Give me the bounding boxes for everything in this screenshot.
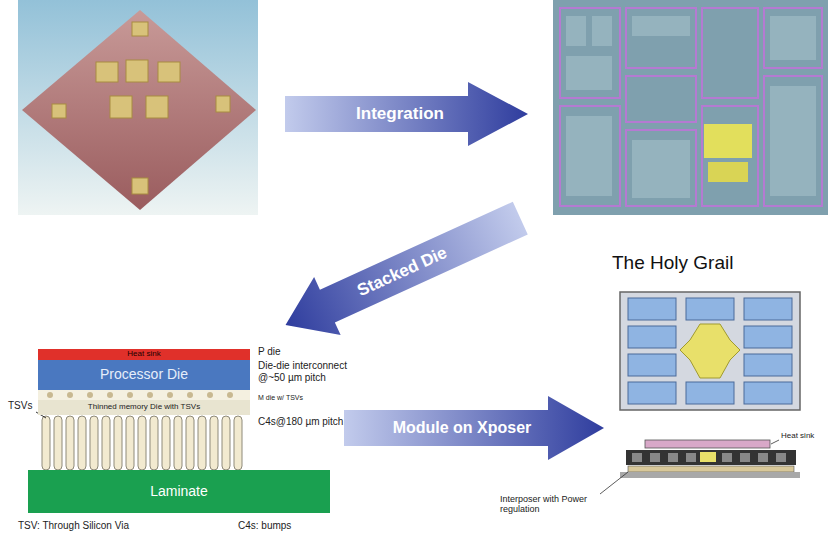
part-label: Die-die interconnect @~50 µm pitch xyxy=(258,360,368,383)
part-label: M die w/ TSVs xyxy=(258,394,303,402)
integration-arrow xyxy=(285,82,528,146)
die-photo xyxy=(553,0,828,215)
laminate: Laminate xyxy=(28,470,330,513)
note: C4s: bumps xyxy=(238,520,291,532)
node-text: Heat sink xyxy=(127,350,160,359)
heading: The Holy Grail xyxy=(612,252,733,274)
part-label: C4s@180 µm pitch xyxy=(258,416,343,428)
arrow-label: Integration xyxy=(356,104,444,124)
package-photo xyxy=(18,0,258,215)
module-drawing xyxy=(600,292,800,494)
part-label: Interposer with Power regulation xyxy=(500,494,600,515)
part-label: TSVs xyxy=(8,400,32,412)
stacked-die-drawing xyxy=(36,390,250,470)
part-label: Heat sink xyxy=(781,431,814,440)
processor-die: Processor Die xyxy=(38,360,250,390)
node-text: Thinned memory Die with TSVs xyxy=(88,403,200,412)
stacked-die-arrow xyxy=(272,189,533,354)
arrow-label: Module on Xposer xyxy=(393,419,532,437)
module-arrow xyxy=(344,396,604,460)
node-text: Laminate xyxy=(150,484,208,499)
memory-die: Thinned memory Die with TSVs xyxy=(38,400,250,415)
part-label: P die xyxy=(258,346,281,358)
note: TSV: Through Silicon Via xyxy=(18,520,129,532)
heat-sink-bar: Heat sink xyxy=(38,349,250,360)
node-text: Processor Die xyxy=(100,367,188,382)
